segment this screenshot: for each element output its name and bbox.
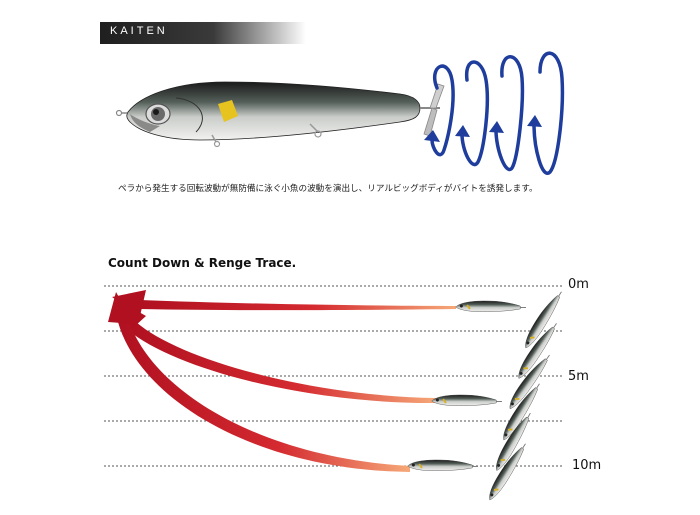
depth-label-10m: 10m xyxy=(572,458,602,473)
depth-label-0m: 0m xyxy=(568,277,589,292)
brand-banner: KAITEN xyxy=(100,22,306,44)
rotation-arrow-4 xyxy=(527,51,565,176)
lure-illustration xyxy=(115,81,445,148)
lure-deep xyxy=(406,459,479,472)
depth-label-5m: 5m xyxy=(568,369,589,384)
trace-arrow-shallow xyxy=(112,290,456,316)
trace-arrow-deep xyxy=(108,292,410,472)
sinking-lure-sequence xyxy=(484,287,566,504)
rotation-arrow-1 xyxy=(424,64,455,157)
lure-shallow xyxy=(454,300,527,313)
trace-arrows xyxy=(108,290,456,472)
diagram-title: Count Down & Renge Trace. xyxy=(108,256,297,270)
description-caption: ペラから発生する回転波動が無防備に泳ぐ小魚の波動を演出し、リアルビッグボディがバ… xyxy=(118,184,538,194)
brand-label: KAITEN xyxy=(110,25,168,37)
depth-guide-lines xyxy=(104,285,563,467)
lure-middle xyxy=(430,394,503,407)
rotation-arrows xyxy=(424,51,565,176)
rotation-arrow-2 xyxy=(455,60,490,167)
rotation-arrow-3 xyxy=(489,55,525,172)
